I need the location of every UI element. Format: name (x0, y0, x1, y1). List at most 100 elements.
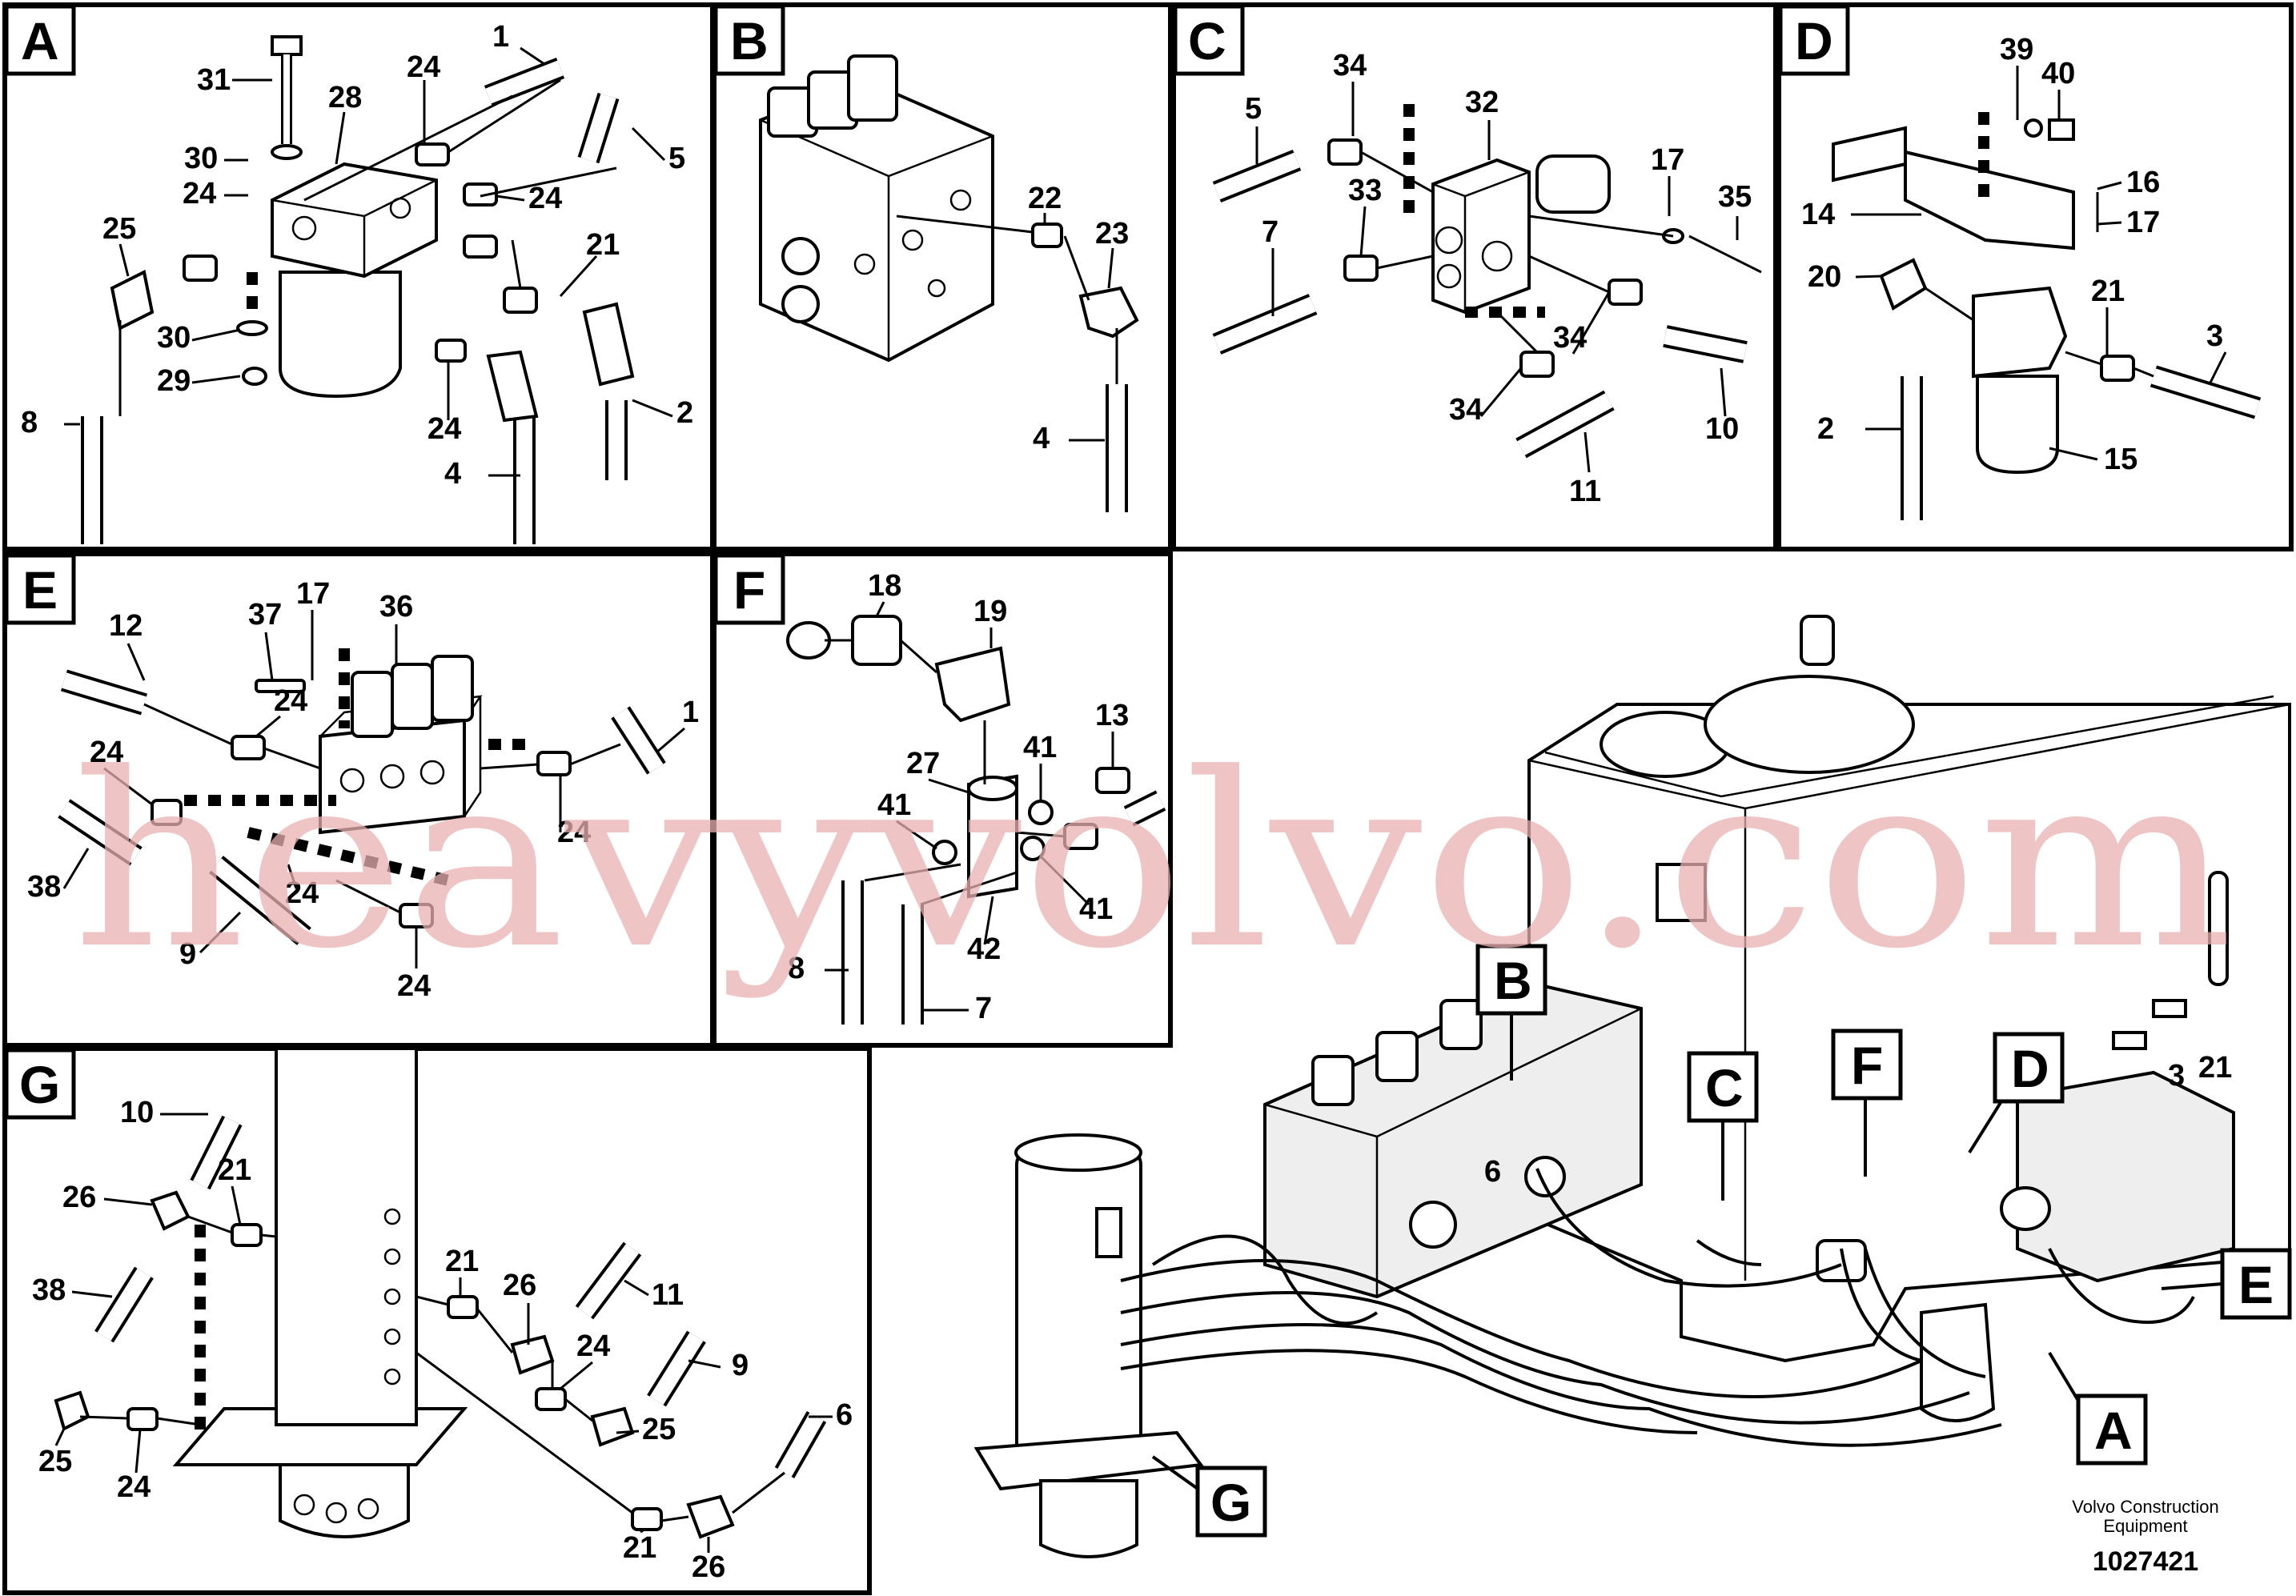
callout-number: 3 (2168, 1059, 2185, 1093)
callout-number: 7 (975, 992, 992, 1025)
callout-number: 9 (732, 1349, 749, 1382)
callout-number: 31 (197, 63, 231, 97)
callout-number: 26 (62, 1181, 96, 1214)
callout-number: 27 (906, 747, 940, 780)
callout-number: 10 (120, 1096, 154, 1129)
callout-number: 17 (1651, 143, 1684, 177)
callout-number: 21 (218, 1153, 251, 1187)
panel-a-callouts: 1 31 28 24 24 30 24 5 25 24 21 30 29 24 … (21, 20, 693, 491)
callout-number: 8 (788, 952, 805, 985)
callout-number: 11 (1569, 475, 1601, 508)
callout-number: 1 (682, 696, 699, 729)
callout-number: 37 (248, 598, 282, 632)
callout-number: 7 (1262, 215, 1278, 249)
callout-number: 25 (102, 212, 136, 246)
callout-number: 17 (296, 577, 330, 611)
callout-number: 1 (492, 20, 509, 54)
callout-number: 18 (868, 569, 901, 603)
callout-number: 24 (285, 876, 319, 910)
callout-number: 26 (692, 1550, 725, 1584)
panel-b-callouts: 22 23 4 (1028, 182, 1129, 455)
overview-callout-f: F (1851, 1036, 1883, 1095)
callout-number: 15 (2104, 443, 2137, 476)
panel-tag-e: E (22, 560, 58, 620)
callout-number: 4 (444, 457, 461, 491)
callout-number: 34 (1333, 49, 1367, 82)
callout-number: 38 (32, 1273, 66, 1307)
callout-number: 19 (973, 595, 1007, 628)
overview-callouts: B C F D E A G 6 3 21 (1151, 944, 2292, 1538)
callout-number: 24 (183, 177, 216, 211)
callout-number: 39 (2000, 33, 2033, 66)
overview-callout-a: A (2094, 1401, 2133, 1460)
callout-number: 2 (1817, 412, 1834, 446)
callout-number: 12 (109, 609, 142, 643)
callout-number: 4 (1033, 422, 1050, 455)
panel-tag-d: D (1795, 11, 1833, 70)
callout-number: 29 (157, 364, 191, 398)
callout-number: 11 (652, 1278, 684, 1312)
callout-number: 41 (1023, 731, 1057, 764)
callout-number: 42 (967, 932, 1001, 966)
callout-number: 10 (1705, 412, 1739, 446)
callout-number: 5 (1245, 92, 1262, 126)
callout-number: 9 (179, 937, 196, 971)
callout-number: 23 (1095, 217, 1129, 251)
panel-c-callouts: 34 32 5 17 35 33 7 34 34 10 11 (1245, 49, 1752, 508)
panel-g-callouts: 10 21 26 38 21 26 11 24 9 25 6 25 24 21 … (32, 1096, 853, 1584)
callout-number: 21 (445, 1245, 479, 1278)
callout-number: 25 (38, 1445, 72, 1478)
overview-callout-c: C (1705, 1058, 1744, 1117)
panel-tag-c: C (1188, 11, 1226, 70)
callout-number: 26 (503, 1269, 536, 1302)
callout-number: 22 (1028, 182, 1062, 215)
callout-number: 24 (407, 50, 440, 84)
callout-number: 30 (157, 321, 191, 355)
callout-number: 21 (2091, 275, 2125, 308)
callout-number: 6 (1484, 1155, 1501, 1189)
callout-number: 21 (2198, 1051, 2232, 1085)
overview-callout-g: G (1210, 1473, 1251, 1532)
overview-callout-e: E (2238, 1255, 2274, 1314)
callout-number: 24 (117, 1470, 151, 1504)
company-name-line2: Equipment (2103, 1516, 2187, 1536)
overview-artwork (973, 615, 2291, 1558)
company-name-line1: Volvo Construction (2072, 1497, 2218, 1517)
callout-number: 8 (21, 406, 38, 439)
panel-f-callouts: 18 19 13 27 41 41 41 42 8 7 (788, 569, 1129, 1025)
overview-callout-d: D (2011, 1039, 2049, 1098)
callout-number: 17 (2126, 206, 2160, 239)
panel-e-artwork (58, 648, 666, 945)
callout-number: 20 (1808, 260, 1841, 294)
panel-tag-b: B (730, 11, 769, 70)
callout-number: 2 (676, 396, 693, 430)
callout-number: 40 (2041, 57, 2075, 90)
panel-tag-f: F (733, 560, 765, 620)
callout-number: 33 (1348, 174, 1382, 207)
panel-tags: A B C D E F G (4, 4, 1850, 1120)
callout-number: 34 (1449, 393, 1483, 427)
panel-g-artwork (54, 1047, 827, 1539)
callout-number: 6 (836, 1398, 853, 1432)
watermark: heavyvolvo.com (72, 722, 2234, 1001)
callout-number: 21 (586, 228, 620, 262)
panel-f-artwork (786, 615, 1166, 1025)
callout-number: 24 (274, 684, 307, 718)
callout-number: 24 (90, 736, 123, 769)
footer: Volvo Construction Equipment 1027421 (2072, 1497, 2218, 1577)
callout-number: 24 (528, 182, 562, 215)
callout-number: 41 (1079, 892, 1113, 926)
callout-number: 36 (379, 590, 413, 624)
callout-number: 24 (427, 412, 461, 446)
callout-number: 21 (623, 1531, 656, 1565)
panel-b-artwork (759, 54, 1139, 512)
callout-number: 24 (557, 816, 591, 849)
callout-number: 30 (184, 142, 218, 175)
panel-e-callouts: 37 17 36 12 24 1 24 24 38 24 9 24 (27, 577, 699, 1003)
panel-g-frame (2, 1046, 872, 1595)
callout-number: 28 (328, 81, 362, 114)
callout-number: 35 (1718, 180, 1752, 214)
callout-number: 24 (397, 969, 431, 1003)
panel-tag-a: A (21, 11, 59, 70)
